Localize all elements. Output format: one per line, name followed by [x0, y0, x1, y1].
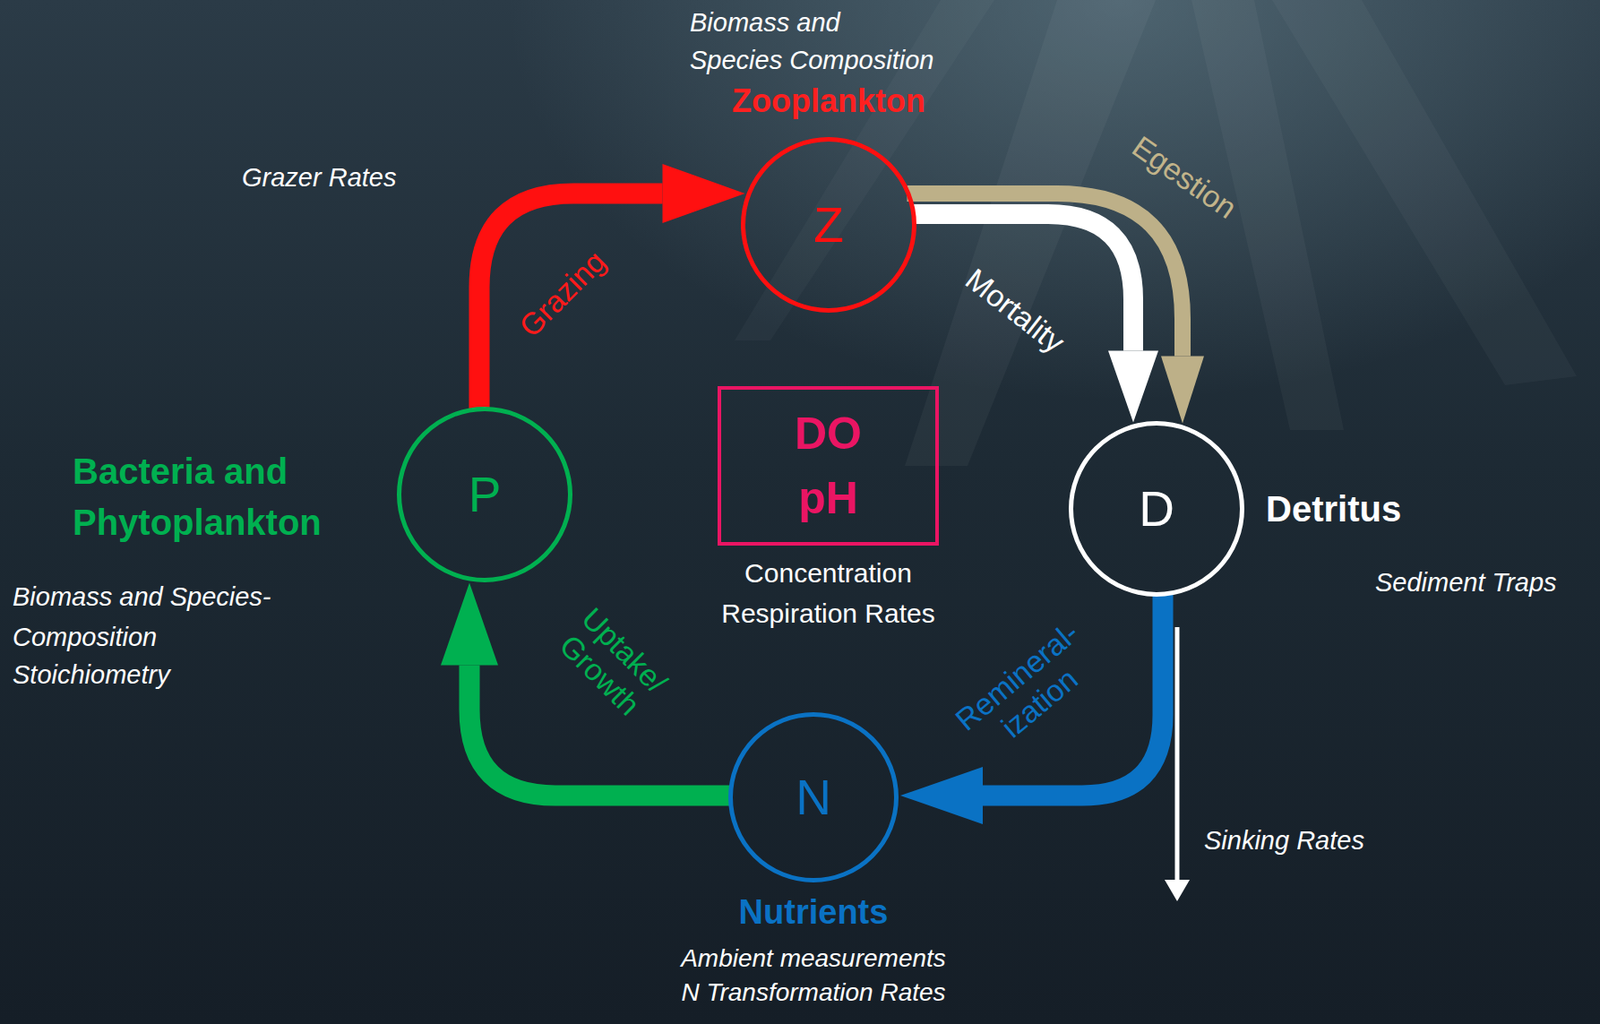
flow-label: Remineral- ization: [946, 612, 1110, 766]
arrowhead: [1161, 355, 1205, 423]
flow-arrow: [911, 214, 1159, 423]
phytoplankton-circle: PBacteria and Phytoplankton: [396, 406, 573, 583]
arrowhead: [440, 583, 499, 666]
annotation-note: N Transformation Rates: [680, 976, 946, 1009]
arrowhead: [662, 163, 746, 224]
node-symbol: DO pH: [790, 401, 867, 531]
flow-label: Mortality: [958, 261, 1071, 361]
node-heading: Concentration Respiration Rates: [716, 552, 940, 634]
node-heading: Bacteria and Phytoplankton: [72, 446, 331, 549]
flow-arrow: [440, 583, 732, 797]
node-symbol: P: [468, 470, 502, 520]
flow-arrow: [907, 193, 1205, 423]
flow-label: Grazing: [512, 243, 613, 345]
nutrients-circle: NNutrients: [728, 712, 899, 883]
node-heading: Zooplankton: [731, 82, 926, 120]
node-heading: Detritus: [1265, 488, 1402, 530]
arrowhead: [900, 766, 983, 825]
node-symbol: Z: [813, 200, 844, 250]
circle-ring: [399, 409, 571, 581]
sinking-arrowhead: [1164, 879, 1190, 902]
annotation-note: Ambient measurements: [680, 942, 947, 975]
flow-label: Egestion: [1126, 129, 1244, 226]
flow-arrow: [479, 163, 746, 411]
annotation-note: Sediment Traps: [1375, 566, 1557, 601]
do-ph-box: DO pHConcentration Respiration Rates: [717, 386, 939, 546]
circle-ring: [731, 714, 897, 881]
node-symbol: D: [1138, 484, 1175, 534]
flow-arrow: [900, 593, 1163, 825]
circle-ring: [1071, 423, 1243, 595]
flow-label: Uptake/ Growth: [547, 598, 677, 728]
light-ray: [1272, 0, 1577, 386]
annotation-note: Biomass and Species- Composition: [12, 576, 281, 658]
node-heading: Nutrients: [739, 893, 889, 933]
sinking-line: [1175, 627, 1180, 882]
circle-ring: [743, 139, 915, 311]
annotation-note: Biomass and Species Composition: [689, 3, 938, 79]
detritus-circle: DDetritus: [1068, 421, 1245, 597]
flow-band: [479, 193, 663, 411]
annotation-note: Sinking Rates: [1204, 824, 1365, 859]
zooplankton-circle: ZZooplankton: [740, 137, 917, 313]
annotation-note: Grazer Rates: [241, 161, 396, 196]
arrowhead: [1108, 351, 1159, 423]
annotation-note: Stoichiometry: [12, 658, 171, 693]
node-symbol: N: [795, 773, 832, 823]
